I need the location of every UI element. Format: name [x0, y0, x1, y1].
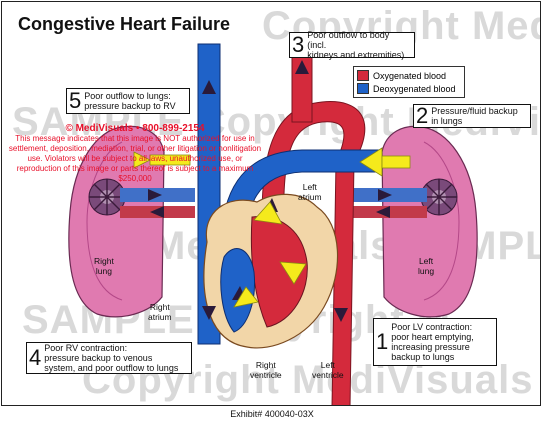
label-left-lung: Left lung [418, 256, 435, 276]
copyright-notice-heading: © MediVisuals • 800-899-2154 [65, 123, 205, 134]
pressure-arrows [133, 147, 411, 308]
right-lung [68, 125, 165, 318]
label-right-lung: Right lung [94, 256, 114, 276]
callout-2-text: Pressure/fluid backup in lungs [431, 106, 518, 126]
diagram-frame: Copyright MediVisuals SAMPLE Copyright M… [1, 1, 541, 406]
legend-deoxygenated-label: Deoxygenated blood [373, 83, 456, 94]
callout-2: 2 Pressure/fluid backup in lungs [413, 104, 531, 128]
legend-oxygenated: Oxygenated blood [357, 69, 461, 82]
callout-4-number: 4 [29, 345, 42, 370]
callout-4-text: Poor RV contraction: pressure backup to … [44, 343, 179, 373]
copyright-notice: © MediVisuals • 800-899-2154 This messag… [6, 124, 264, 184]
callout-5-text: Poor outflow to lungs: pressure backup t… [84, 91, 176, 111]
deoxygenated-swatch [357, 83, 369, 94]
callout-3-text: Poor outflow to body (incl. kidneys and … [307, 30, 405, 60]
legend-deoxygenated: Deoxygenated blood [357, 82, 461, 95]
label-right-ventricle: Right ventricle [250, 360, 282, 380]
callout-2-number: 2 [416, 103, 429, 128]
callout-3-number: 3 [292, 32, 305, 57]
left-lung [381, 125, 478, 318]
page-title: Congestive Heart Failure [18, 14, 231, 34]
oxygenated-swatch [357, 70, 369, 81]
callout-1-text: Poor LV contraction: poor heart emptying… [391, 322, 474, 362]
callout-5: 5 Poor outflow to lungs: pressure backup… [66, 88, 190, 114]
callout-4: 4 Poor RV contraction: pressure backup t… [26, 342, 192, 374]
callout-1: 1 Poor LV contraction: poor heart emptyi… [373, 318, 497, 366]
aorta [261, 101, 366, 405]
callout-1-number: 1 [376, 329, 389, 354]
heart-lung-illustration [68, 43, 478, 405]
legend-oxygenated-label: Oxygenated blood [373, 70, 447, 81]
legend: Oxygenated blood Deoxygenated blood [353, 66, 465, 98]
label-left-ventricle: Left ventricle [312, 360, 344, 380]
copyright-notice-body: This message indicates that this image i… [8, 134, 262, 183]
right-lung-hilum [88, 178, 126, 216]
label-left-atrium: Left atrium [298, 182, 322, 202]
flow-arrows [148, 60, 392, 322]
exhibit-number: Exhibit# 400040-03X [230, 409, 314, 419]
callout-3: 3 Poor outflow to body (incl. kidneys an… [289, 30, 415, 60]
label-right-atrium: Right atrium [148, 302, 172, 322]
callout-5-number: 5 [69, 88, 82, 113]
